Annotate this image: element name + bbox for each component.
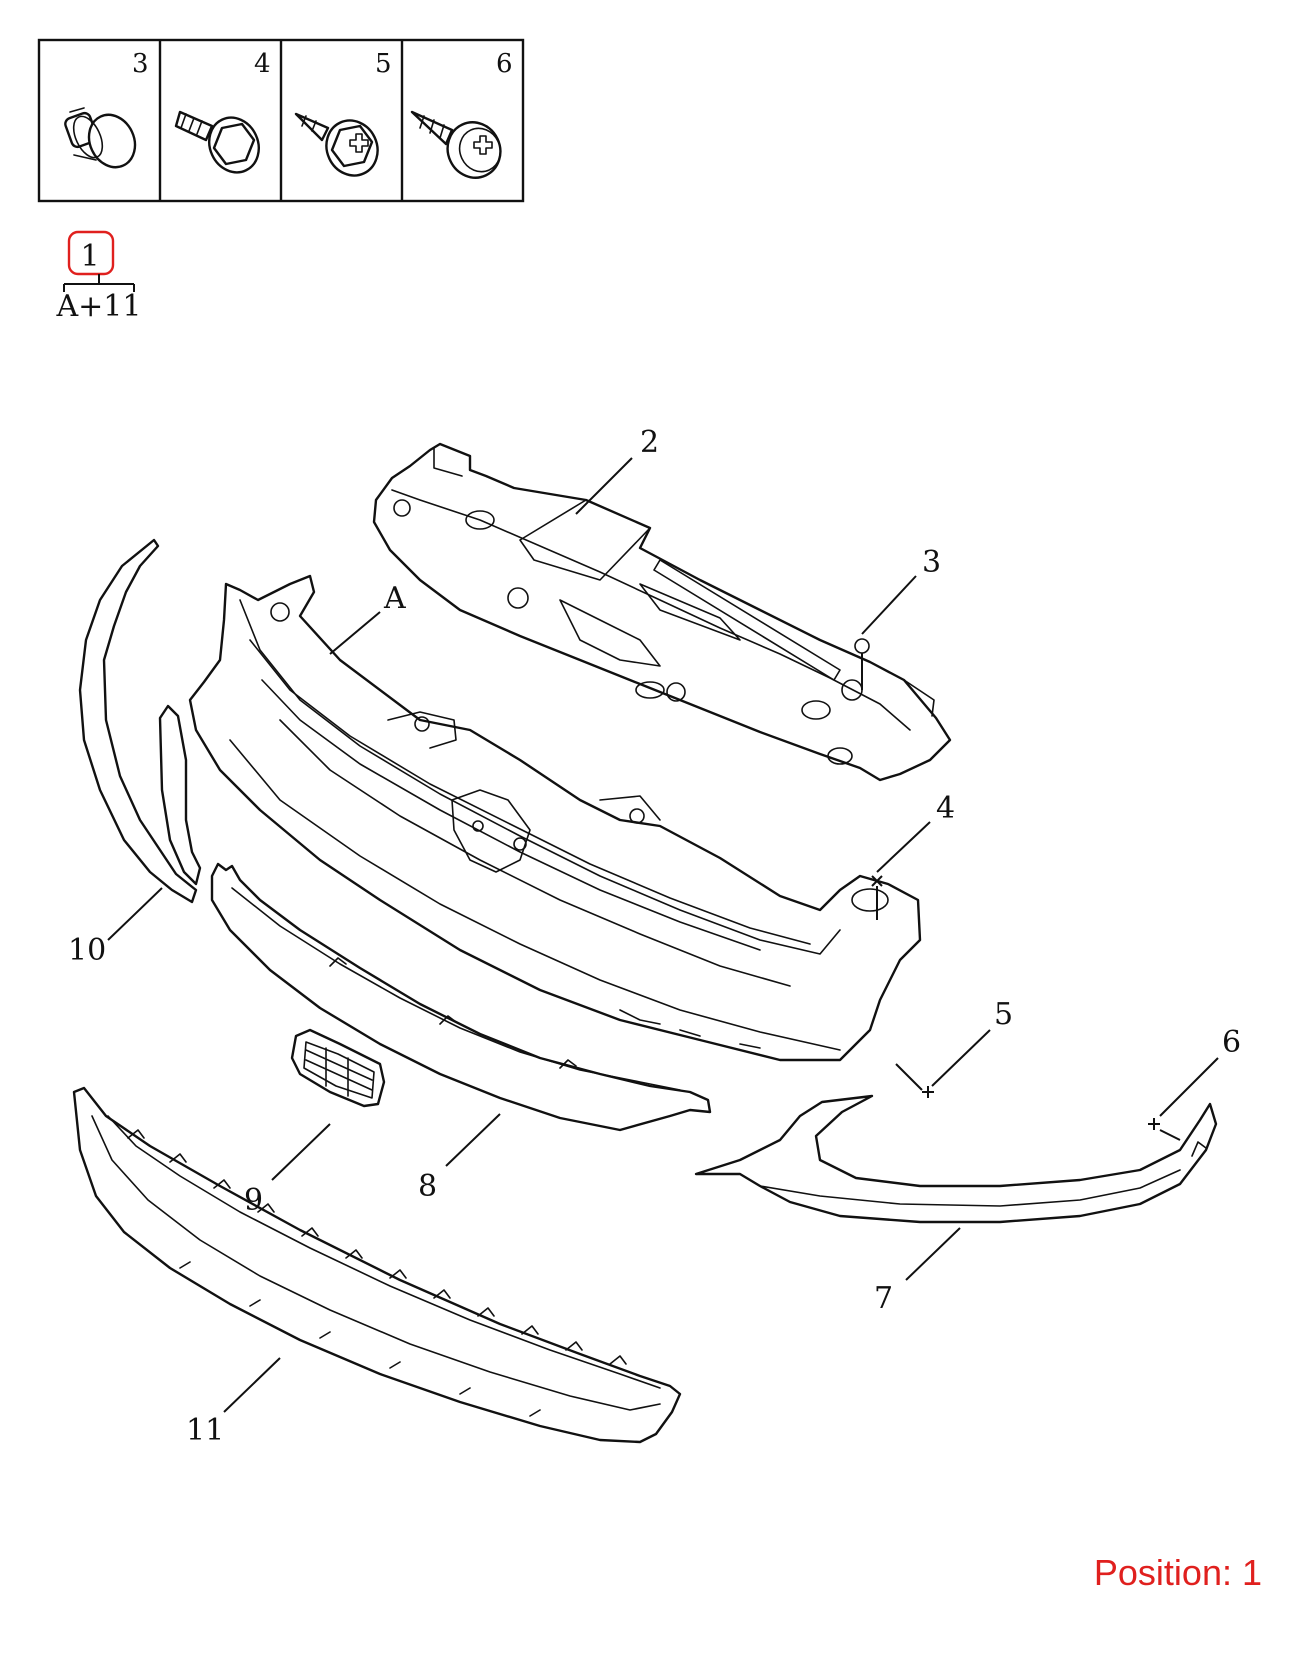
callout-4: 4 <box>936 791 955 826</box>
legend-number-6: 6 <box>496 49 513 79</box>
legend-number-3: 3 <box>132 49 149 79</box>
fastener-symbols <box>854 638 1181 1141</box>
screw-symbol-5 <box>922 1086 934 1098</box>
callout-7: 7 <box>874 1281 893 1316</box>
assembly-number: 1 <box>80 239 99 274</box>
callout-3: 3 <box>922 545 941 580</box>
callouts: 2 3 A 4 5 6 7 8 9 10 11 <box>68 425 1241 1448</box>
callout-9: 9 <box>244 1183 263 1218</box>
assembly-highlight <box>67 230 115 276</box>
part-emblem <box>290 1028 386 1108</box>
position-label: Position: 1 <box>1093 1552 1262 1593</box>
callout-10: 10 <box>68 933 106 968</box>
legend-number-5: 5 <box>375 49 392 79</box>
part-lower-bezel <box>72 1086 682 1444</box>
hex-bolt-icon <box>174 110 260 174</box>
callout-A: A <box>383 581 406 616</box>
assembly-range: A+11 <box>56 289 142 324</box>
tapping-screw-icon <box>410 110 502 179</box>
part-grille-frame <box>188 574 922 1062</box>
hex-phillips-screw-icon <box>294 112 379 177</box>
callout-2: 2 <box>640 425 659 460</box>
assembly-marker: 1 A+11 <box>56 230 142 324</box>
leader-lines <box>107 457 1219 1413</box>
legend-number-4: 4 <box>254 49 271 79</box>
callout-11: 11 <box>186 1413 224 1448</box>
callout-5: 5 <box>994 997 1013 1032</box>
part-side-trim-left <box>78 538 202 904</box>
clip-symbol <box>854 638 870 654</box>
part-lower-strip <box>210 862 712 1132</box>
callout-6: 6 <box>1222 1025 1241 1060</box>
part-upper-cover <box>372 442 952 782</box>
callout-8: 8 <box>418 1169 437 1204</box>
bolt-symbol <box>871 875 883 887</box>
part-lower-trim <box>694 1094 1218 1224</box>
screw-symbol-6 <box>1148 1118 1160 1130</box>
fastener-legend: 3 4 5 6 <box>37 38 525 203</box>
clip-icon <box>64 107 137 169</box>
